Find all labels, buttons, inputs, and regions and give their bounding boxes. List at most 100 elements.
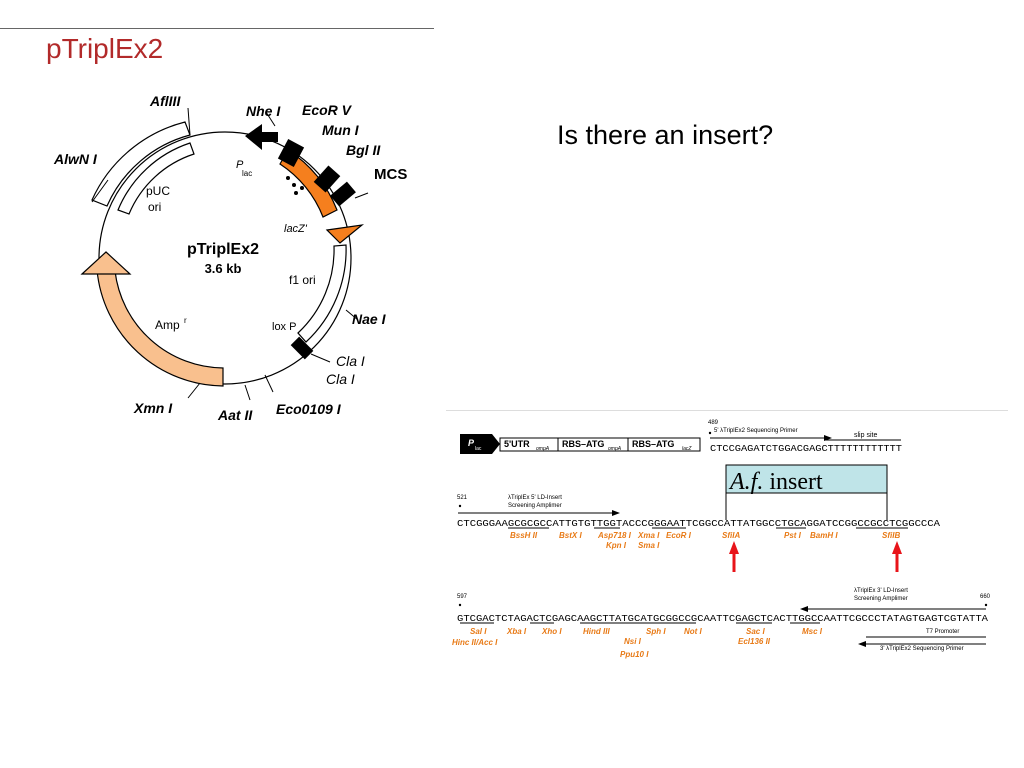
aat-tick xyxy=(244,384,251,401)
feature-lacz: lacZ' xyxy=(284,223,308,235)
red-arrow-a xyxy=(729,541,739,572)
enzyme-label: Not I xyxy=(684,627,703,636)
enzyme-label: Hinc II/Acc I xyxy=(452,638,498,647)
site-xmn: Xmn I xyxy=(133,400,173,416)
site-afl: AflIII xyxy=(149,93,181,109)
site-nae: Nae I xyxy=(352,311,387,327)
ld3-line2: Screening Amplimer xyxy=(854,596,908,602)
enzyme-label: Kpn I xyxy=(606,541,627,550)
enzyme-label: Msc I xyxy=(802,627,823,636)
box-rbs-ompa-label: RBS–ATG xyxy=(562,439,604,449)
sequence-row-1: CTCCGAGATCTGGACGAGCTTTTTTTTTTTT xyxy=(710,443,902,454)
ld5-arrowhead xyxy=(612,510,620,516)
primer3-arrowhead xyxy=(858,641,866,647)
box-5utr-sub: ompA xyxy=(536,446,550,452)
plac-promoter-box xyxy=(460,434,500,454)
nae-tick xyxy=(345,309,359,321)
site-ecorv: EcoR V xyxy=(302,102,353,118)
ld3-arrowhead xyxy=(800,606,808,612)
feature-f1ori: f1 ori xyxy=(289,273,316,287)
box-rbs-lacz-label: RBS–ATG xyxy=(632,439,674,449)
mcs-block-2 xyxy=(313,165,341,193)
ld3-line1: λTriplEx 3' LD-Insert xyxy=(854,588,908,594)
ld5-line2: Screening Amplimer xyxy=(508,503,562,509)
pos-dot xyxy=(708,431,712,435)
sequence-panel: 489 5' λTriplEx2 Sequencing Primer slip … xyxy=(446,410,1008,670)
dot xyxy=(286,176,290,180)
primer5-label: 5' λTriplEx2 Sequencing Primer xyxy=(714,428,798,434)
lacz-arrow-body xyxy=(279,149,338,218)
dot xyxy=(300,186,304,190)
alwn-tick xyxy=(91,179,109,203)
sequence-row-2: CTCGGGAAGCGCGCCATTGTGTTGGTACCCGGGAATTCGG… xyxy=(457,518,940,529)
enzyme-label: Sph I xyxy=(646,627,666,636)
amp-arrow xyxy=(96,269,224,387)
enzyme-label: Sac I xyxy=(746,627,765,636)
t7-label: T7 Promoter xyxy=(926,629,959,635)
eco-tick xyxy=(264,374,274,393)
feature-amp-sup: r xyxy=(184,316,187,325)
feature-loxp: lox P xyxy=(272,321,296,333)
cla-tick xyxy=(310,353,331,363)
enzyme-label: Ecl136 II xyxy=(738,637,771,646)
plasmid-map: AflIII Nhe I EcoR V Mun I Bgl II MCS Alw… xyxy=(40,80,440,430)
pos-dot xyxy=(458,504,462,508)
enzyme-label: Nsi I xyxy=(624,637,642,646)
mcs-block-3 xyxy=(330,181,356,207)
afl-tick xyxy=(187,107,191,136)
feature-amp: Amp xyxy=(155,318,180,332)
enzyme-label: Xho I xyxy=(541,627,562,636)
enzyme-label: BssH II xyxy=(510,531,538,540)
pos-489: 489 xyxy=(708,420,719,426)
site-mun: Mun I xyxy=(322,122,360,138)
pos-660: 660 xyxy=(980,594,991,600)
enzyme-label: BstX I xyxy=(559,531,582,540)
mcs-block-1 xyxy=(277,139,305,167)
slip-site-label: slip site xyxy=(854,432,877,439)
site-cla2: Cla I xyxy=(326,371,355,387)
site-nhe: Nhe I xyxy=(246,103,281,119)
pos-dot xyxy=(458,603,462,607)
box-rbs-ompa-sub: ompA xyxy=(608,446,622,452)
enzyme-label: Xma I xyxy=(637,531,660,540)
plac-promoter-label: P xyxy=(468,438,475,448)
pos-dot xyxy=(984,603,988,607)
enzyme-label: EcoR I xyxy=(666,531,692,540)
box-rbs-lacz-sub: lacZ xyxy=(682,446,692,452)
box-5utr-label: 5'UTR xyxy=(504,439,530,449)
mcs-tick xyxy=(354,192,369,199)
feature-plac-sub: lac xyxy=(242,169,252,178)
enzyme-label: Asp718 I xyxy=(597,531,632,540)
amp-arrowhead xyxy=(80,251,132,275)
plac-promoter-sub: lac xyxy=(475,446,482,452)
sequence-svg: 489 5' λTriplEx2 Sequencing Primer slip … xyxy=(446,410,1008,659)
slide-title: pTriplEx2 xyxy=(46,33,164,64)
dot xyxy=(294,191,298,195)
nhe-tick xyxy=(265,111,276,127)
enzyme-label: Pst I xyxy=(784,531,802,540)
enzyme-label: Ppu10 I xyxy=(620,650,649,659)
enzyme-label: SfiIB xyxy=(882,531,900,540)
site-aat: Aat II xyxy=(217,407,253,423)
loxp-block xyxy=(290,336,314,360)
site-cla1: Cla I xyxy=(336,353,365,369)
question-text: Is there an insert? xyxy=(557,120,774,150)
enzyme-label: Sal I xyxy=(470,627,487,636)
enzyme-row-2: BssH II BstX I Asp718 I Xma I EcoR I Sfi… xyxy=(510,531,900,550)
feature-plac: P xyxy=(236,159,244,171)
puc-ori-block xyxy=(117,142,195,215)
enzyme-label: Xba I xyxy=(506,627,527,636)
site-bgl: Bgl II xyxy=(346,142,381,158)
plasmid-size: 3.6 kb xyxy=(205,261,242,276)
site-alwn: AlwN I xyxy=(53,151,98,167)
enzyme-label: Sma I xyxy=(638,541,660,550)
xmn-tick xyxy=(187,382,201,399)
sequence-row-3: GTCGACTCTAGACTCGAGCAAGCTTATGCATGCGGCCGCA… xyxy=(457,613,988,624)
enzyme-label: Hind III xyxy=(583,627,610,636)
site-mcs: MCS xyxy=(374,166,407,183)
dot xyxy=(292,183,296,187)
pos-597: 597 xyxy=(457,594,468,600)
primer3-label: 3' λTriplEx2 Sequencing Primer xyxy=(880,646,964,652)
insert-label: A.f. insert xyxy=(728,469,823,495)
f1-ori-block xyxy=(297,244,347,343)
